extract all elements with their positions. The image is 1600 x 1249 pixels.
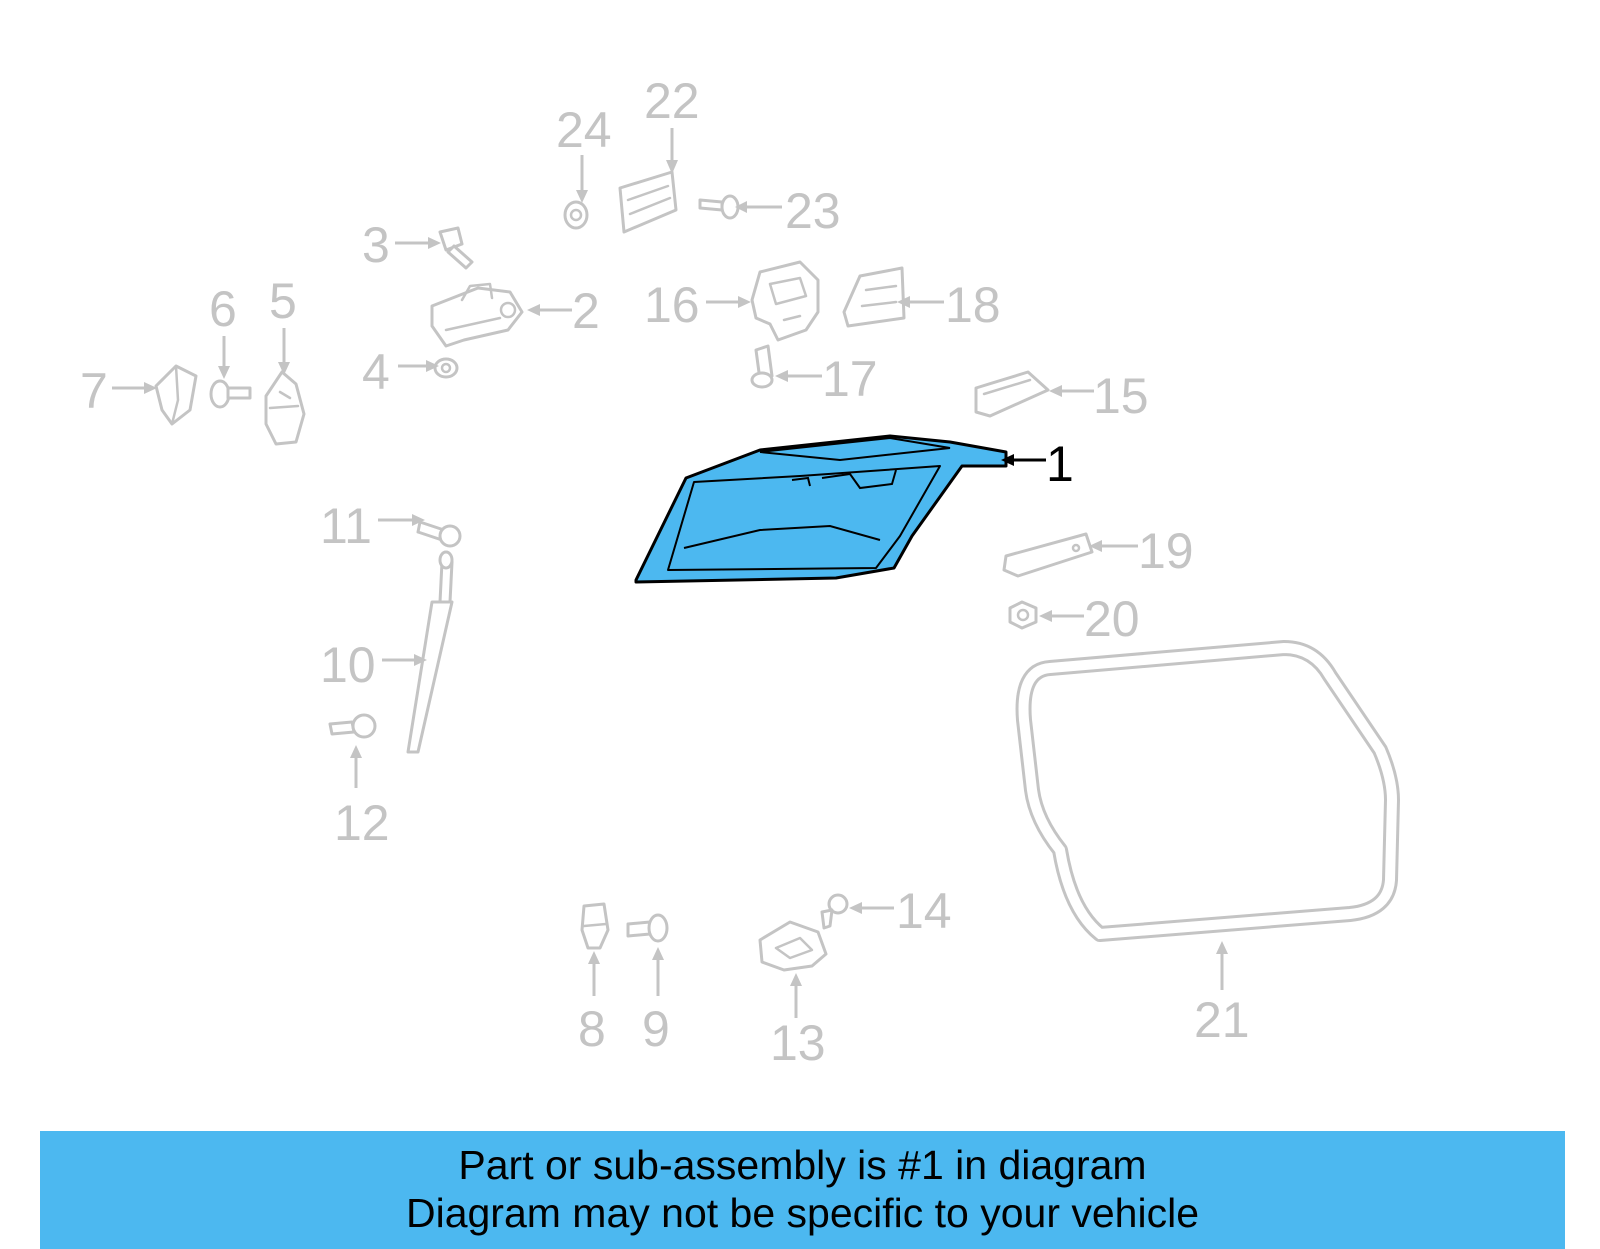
label-20: 20 <box>1039 591 1140 647</box>
label-17: 17 <box>775 351 878 407</box>
label-18: 18 <box>897 277 1001 333</box>
part-6[interactable] <box>209 379 252 409</box>
part-1-liftgate[interactable] <box>634 434 1008 584</box>
svg-text:15: 15 <box>1093 368 1149 424</box>
part-22[interactable] <box>618 170 678 234</box>
info-banner: Part or sub-assembly is #1 in diagram Di… <box>40 1131 1565 1249</box>
banner-line-1: Part or sub-assembly is #1 in diagram <box>458 1142 1147 1188</box>
svg-text:22: 22 <box>644 73 700 129</box>
label-6: 6 <box>209 281 237 379</box>
label-16: 16 <box>644 277 751 333</box>
label-11: 11 <box>320 498 425 554</box>
label-12: 12 <box>334 745 390 851</box>
svg-text:24: 24 <box>556 102 612 158</box>
svg-text:3: 3 <box>362 217 390 273</box>
svg-text:23: 23 <box>785 183 841 239</box>
part-9[interactable] <box>626 913 669 943</box>
svg-text:6: 6 <box>209 281 237 337</box>
svg-text:13: 13 <box>770 1015 826 1071</box>
part-21-weatherstrip[interactable] <box>1015 640 1400 942</box>
label-3: 3 <box>362 217 441 273</box>
banner-line-2: Diagram may not be specific to your vehi… <box>405 1190 1199 1236</box>
svg-text:7: 7 <box>80 363 108 419</box>
label-22: 22 <box>644 73 700 174</box>
part-20[interactable] <box>1008 600 1038 630</box>
part-14[interactable] <box>820 893 849 930</box>
part-16[interactable] <box>750 260 820 342</box>
part-17[interactable] <box>750 344 774 389</box>
svg-text:19: 19 <box>1138 523 1194 579</box>
part-5[interactable] <box>264 370 306 446</box>
svg-text:4: 4 <box>362 344 390 400</box>
svg-text:12: 12 <box>334 795 390 851</box>
label-23: 23 <box>735 183 841 239</box>
svg-text:16: 16 <box>644 277 700 333</box>
label-24: 24 <box>556 102 612 203</box>
label-9: 9 <box>642 947 670 1057</box>
label-2: 2 <box>527 283 600 339</box>
label-15: 15 <box>1049 368 1149 424</box>
part-19[interactable] <box>1002 532 1094 578</box>
label-10: 10 <box>320 637 427 693</box>
svg-text:1: 1 <box>1046 436 1074 492</box>
svg-text:9: 9 <box>642 1001 670 1057</box>
svg-text:17: 17 <box>822 351 878 407</box>
part-23[interactable] <box>698 194 740 220</box>
part-4[interactable] <box>433 357 459 379</box>
label-14: 14 <box>849 883 952 939</box>
part-18[interactable] <box>842 266 906 328</box>
label-5: 5 <box>269 273 297 375</box>
label-7: 7 <box>80 363 157 419</box>
part-15[interactable] <box>974 370 1050 418</box>
svg-text:10: 10 <box>320 637 376 693</box>
part-7[interactable] <box>154 364 198 426</box>
svg-text:14: 14 <box>896 883 952 939</box>
part-10[interactable] <box>406 550 454 754</box>
part-3[interactable] <box>438 226 474 270</box>
part-12[interactable] <box>328 713 377 739</box>
svg-text:20: 20 <box>1084 591 1140 647</box>
svg-text:18: 18 <box>945 277 1001 333</box>
label-21: 21 <box>1194 941 1250 1048</box>
part-8[interactable] <box>580 902 610 950</box>
label-19: 19 <box>1089 523 1194 579</box>
svg-text:21: 21 <box>1194 992 1250 1048</box>
svg-text:5: 5 <box>269 273 297 329</box>
part-13[interactable] <box>758 920 828 972</box>
part-24[interactable] <box>563 200 589 230</box>
label-1: 1 <box>1001 436 1074 492</box>
label-8: 8 <box>578 951 606 1057</box>
part-2[interactable] <box>430 282 524 348</box>
label-4: 4 <box>362 344 439 400</box>
svg-text:2: 2 <box>572 283 600 339</box>
part-11[interactable] <box>416 520 462 548</box>
svg-text:11: 11 <box>320 498 372 554</box>
label-13: 13 <box>770 973 826 1071</box>
svg-text:8: 8 <box>578 1001 606 1057</box>
